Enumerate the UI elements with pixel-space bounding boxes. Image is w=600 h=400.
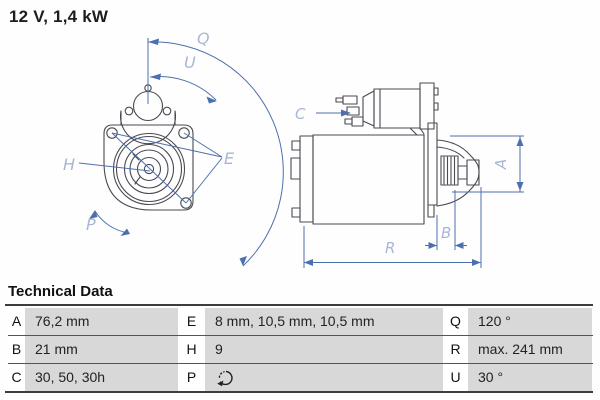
dimension-label-e: E bbox=[224, 149, 235, 168]
spec-value-r: max. 241 mm bbox=[468, 336, 592, 363]
spec-key-u: U bbox=[443, 364, 468, 391]
spec-key-h: H bbox=[178, 336, 205, 363]
dimension-label-a: A bbox=[492, 159, 510, 170]
spec-value-c: 30, 50, 30h bbox=[25, 364, 178, 391]
spec-value-b: 21 mm bbox=[25, 336, 178, 363]
spec-value-p bbox=[205, 364, 443, 391]
spec-value-u: 30 ° bbox=[468, 364, 592, 391]
side-dimension-lines bbox=[303, 112, 524, 268]
dimension-label-h: H bbox=[63, 155, 75, 174]
spec-value-h: 9 bbox=[205, 336, 443, 363]
dimension-label-q: Q bbox=[197, 29, 210, 48]
spec-value-e: 8 mm, 10,5 mm, 10,5 mm bbox=[205, 308, 443, 335]
front-view-drawing: Q U E H P bbox=[63, 29, 284, 267]
table-row: C 30, 50, 30h P U 30 ° bbox=[8, 363, 593, 391]
front-dimension-arrows bbox=[89, 38, 247, 266]
rotation-direction-icon bbox=[217, 370, 233, 386]
spec-key-b: B bbox=[8, 336, 25, 363]
dimension-label-p: P bbox=[86, 215, 96, 234]
side-dimension-arrows bbox=[304, 109, 524, 266]
page-title: 12 V, 1,4 kW bbox=[9, 7, 109, 26]
dimension-label-r: R bbox=[385, 239, 395, 257]
spec-value-q: 120 ° bbox=[468, 308, 592, 335]
dimension-label-b: B bbox=[441, 224, 451, 242]
spec-key-q: Q bbox=[443, 308, 468, 335]
front-dimension-lines bbox=[78, 38, 284, 267]
dimension-label-u: U bbox=[184, 53, 196, 72]
technical-data-table: A 76,2 mm E 8 mm, 10,5 mm, 10,5 mm Q 120… bbox=[5, 304, 593, 393]
spec-key-p: P bbox=[178, 364, 205, 391]
technical-drawing: Q U E H P bbox=[63, 29, 524, 268]
side-view-drawing: C A B R bbox=[290, 82, 524, 268]
spec-key-e: E bbox=[178, 308, 205, 335]
dimension-label-c: C bbox=[295, 105, 306, 123]
starter-front-outline bbox=[103, 84, 194, 211]
technical-data-heading: Technical Data bbox=[8, 283, 113, 300]
table-row: A 76,2 mm E 8 mm, 10,5 mm, 10,5 mm Q 120… bbox=[8, 308, 593, 335]
spec-key-r: R bbox=[443, 336, 468, 363]
table-row: B 21 mm H 9 R max. 241 mm bbox=[8, 335, 593, 363]
spec-key-a: A bbox=[8, 308, 25, 335]
technical-data-section: Technical Data A 76,2 mm E 8 mm, 10,5 mm… bbox=[5, 283, 593, 393]
starter-side-outline bbox=[290, 82, 480, 225]
spec-key-c: C bbox=[8, 364, 25, 391]
spec-value-a: 76,2 mm bbox=[25, 308, 178, 335]
